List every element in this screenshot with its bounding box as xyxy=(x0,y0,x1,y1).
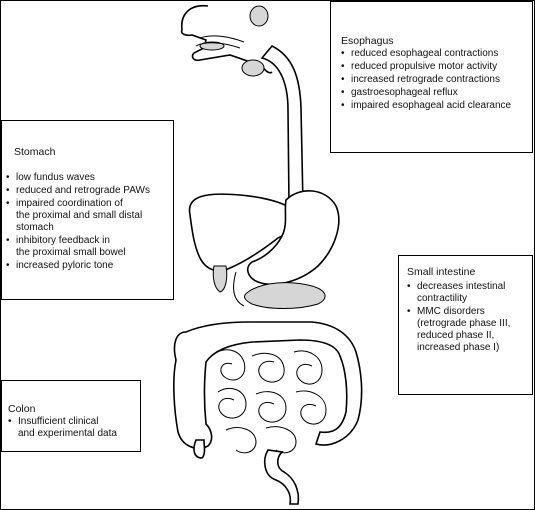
appendix xyxy=(193,439,206,459)
small-intestine-coils xyxy=(213,349,327,454)
esophagus-item: reduced esophageal contractions xyxy=(341,48,532,60)
stomach-item: inhibitory feedback in the proximal smal… xyxy=(6,235,173,259)
colon-title: Colon xyxy=(8,403,36,415)
esophagus-item: increased retrograde contractions xyxy=(341,74,532,86)
esophagus-title: Esophagus xyxy=(341,35,394,47)
large-intestine xyxy=(173,321,363,450)
stomach-title: Stomach xyxy=(14,146,56,158)
liver xyxy=(188,193,298,272)
colon-box: Colon Insufficient clinical and experime… xyxy=(1,380,141,452)
stomach-item: impaired coordination of the proximal an… xyxy=(6,198,173,234)
duodenum xyxy=(233,271,245,307)
esophagus-item: impaired esophageal acid clearance xyxy=(341,100,532,112)
esophagus-list: reduced esophageal contractions reduced … xyxy=(341,48,532,112)
stomach-box: Stomach low fundus waves reduced and ret… xyxy=(1,120,174,300)
stomach-item: low fundus waves xyxy=(6,172,173,184)
salivary-gland-top xyxy=(249,5,269,27)
gallbladder xyxy=(212,265,228,293)
pancreas xyxy=(244,282,326,309)
esophagus-item: gastroesophageal reflux xyxy=(341,87,532,99)
stomach xyxy=(246,190,340,286)
small-intestine-box: Small intestine decreases intestinal con… xyxy=(398,255,533,395)
small-intestine-title: Small intestine xyxy=(407,266,476,278)
stomach-item: reduced and retrograde PAWs xyxy=(6,185,173,197)
esophagus-item: reduced propulsive motor activity xyxy=(341,61,532,73)
palate xyxy=(199,35,245,43)
colon-list: Insufficient clinical and experimental d… xyxy=(8,416,140,440)
salivary-gland-lower xyxy=(241,59,265,77)
colon-item: Insufficient clinical and experimental d… xyxy=(8,416,140,440)
esophagus-box: Esophagus reduced esophageal contraction… xyxy=(330,1,533,153)
rectum xyxy=(263,449,300,505)
salivary-gland-upper-left xyxy=(199,41,225,51)
small-intestine-list: decreases intestinal contractility MMC d… xyxy=(407,281,532,354)
stomach-item: increased pyloric tone xyxy=(6,260,173,272)
small-intestine-item: MMC disorders (retrograde phase III, red… xyxy=(407,306,532,354)
small-intestine-item: decreases intestinal contractility xyxy=(407,281,532,305)
tongue xyxy=(195,42,241,49)
stomach-list: low fundus waves reduced and retrograde … xyxy=(6,172,173,272)
